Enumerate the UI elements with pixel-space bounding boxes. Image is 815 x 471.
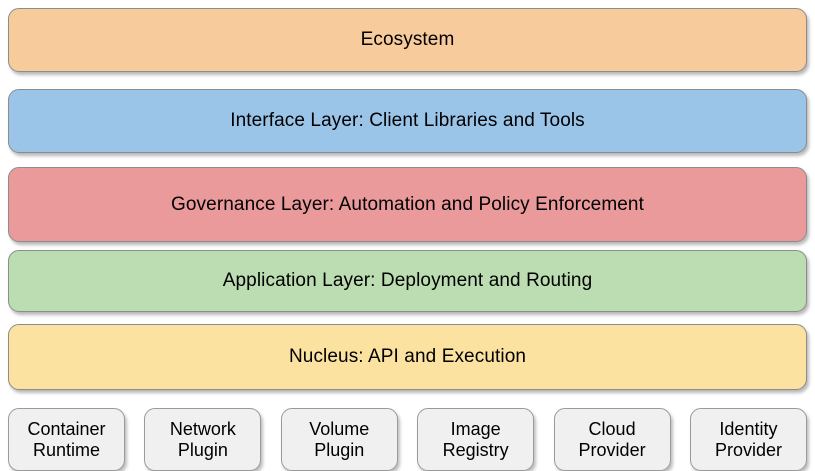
component-identity-provider-label: Identity Provider bbox=[714, 418, 782, 460]
component-row: Container Runtime Network Plugin Volume … bbox=[8, 408, 807, 471]
component-image-registry: Image Registry bbox=[417, 408, 535, 471]
component-network-plugin: Network Plugin bbox=[144, 408, 262, 471]
component-image-registry-label: Image Registry bbox=[442, 418, 509, 460]
layer-governance-layer-label: Governance Layer: Automation and Policy … bbox=[171, 193, 644, 215]
component-cloud-provider-label: Cloud Provider bbox=[578, 418, 646, 460]
layer-application-layer: Application Layer: Deployment and Routin… bbox=[8, 250, 807, 312]
component-cloud-provider: Cloud Provider bbox=[553, 408, 671, 471]
component-volume-plugin-label: Volume Plugin bbox=[309, 418, 370, 460]
layer-interface-layer: Interface Layer: Client Libraries and To… bbox=[8, 89, 807, 153]
component-container-runtime: Container Runtime bbox=[8, 408, 125, 471]
layer-application-layer-label: Application Layer: Deployment and Routin… bbox=[222, 270, 593, 291]
layer-governance-layer: Governance Layer: Automation and Policy … bbox=[8, 167, 807, 242]
layer-ecosystem-label: Ecosystem bbox=[360, 29, 455, 50]
component-volume-plugin: Volume Plugin bbox=[280, 408, 398, 471]
layer-ecosystem: Ecosystem bbox=[8, 8, 807, 72]
component-network-plugin-label: Network Plugin bbox=[169, 418, 236, 460]
layer-nucleus-layer: Nucleus: API and Execution bbox=[8, 324, 807, 390]
component-container-runtime-label: Container Runtime bbox=[27, 418, 106, 460]
layer-nucleus-layer-label: Nucleus: API and Execution bbox=[288, 346, 527, 367]
layer-interface-layer-label: Interface Layer: Client Libraries and To… bbox=[230, 110, 585, 131]
component-identity-provider: Identity Provider bbox=[689, 408, 807, 471]
